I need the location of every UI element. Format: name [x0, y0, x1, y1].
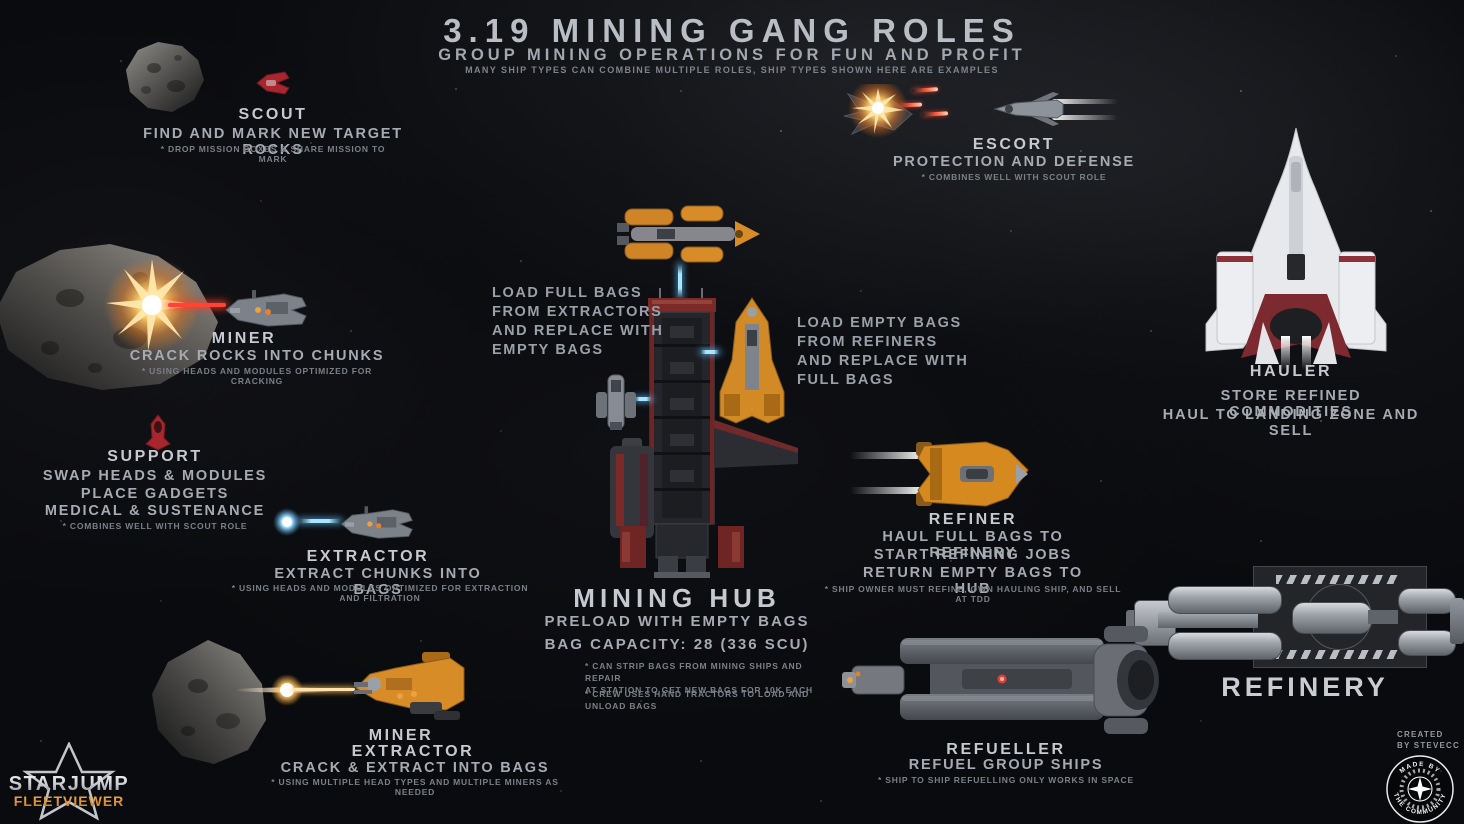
scout-ship-image [256, 71, 290, 95]
refiner-desc2-label: START REFINING JOBS [873, 547, 1073, 563]
credit-line1: CREATED [1397, 730, 1444, 739]
refiner-ship-image [916, 441, 1029, 507]
hub-right-flow-label: LOAD EMPTY BAGS FROM REFINERS AND REPLAC… [797, 315, 969, 388]
logo-fleetviewer-text: FLEETVIEWER [14, 793, 125, 809]
logo-starjump-text: STARJUMP [9, 773, 130, 795]
scout-note-label: * DROP MISSION BOXES & SHARE MISSION TO … [160, 144, 386, 164]
miner-extractor-asteroid-image [152, 640, 266, 764]
refiner-desc3-label: RETURN EMPTY BAGS TO HUB [863, 565, 1083, 597]
escort-name-label: ESCORT [972, 136, 1056, 153]
refinery-name-label: REFINERY [1221, 672, 1389, 702]
hauler-desc1-label: STORE REFINED COMMODITIES [1220, 388, 1362, 420]
support-desc3-label: MEDICAL & SUSTENANCE [44, 503, 266, 519]
refinery-connector [1368, 610, 1398, 624]
mining-laser-beam [293, 688, 355, 691]
extracted-chunk-image [273, 508, 301, 536]
credit-line2: BY STEVECC [1397, 741, 1460, 750]
miner-desc-label: CRACK ROCKS INTO CHUNKS [129, 348, 385, 364]
escort-explosion-image [848, 84, 908, 138]
page-title: 3.19 MINING GANG ROLES [443, 12, 1021, 49]
laser-bolt [911, 87, 939, 93]
refueller-ship-image [842, 626, 1159, 734]
hub-desc1-label: PRELOAD WITH EMPTY BAGS [544, 613, 810, 630]
hub-desc2-label: BAG CAPACITY: 28 (336 SCU) [544, 636, 810, 653]
laser-bolt [895, 102, 923, 108]
miner-extractor-ship-image [354, 652, 465, 720]
support-ship-image [145, 414, 171, 451]
refueller-name-label: REFUELLER [946, 741, 1066, 758]
hazard-stripes [1276, 575, 1398, 584]
tractor-beam [298, 519, 342, 523]
support-name-label: SUPPORT [107, 448, 203, 465]
laser-bolt [921, 111, 949, 117]
extractor-desc-label: EXTRACT CHUNKS INTO BAGS [274, 566, 482, 598]
refinery-pad-module [1292, 602, 1372, 634]
refinery-spine [1158, 612, 1258, 628]
crosshair-star-icon [1408, 777, 1432, 801]
miner-extractor-name2-label: EXTRACTOR [351, 743, 475, 760]
made-by-community-badge: MADE BY THE COMMUNITY [1386, 755, 1454, 823]
engine-trail [850, 452, 922, 459]
miner-extractor-name1-label: MINER [368, 727, 434, 744]
hauler-ship-image [1205, 127, 1387, 370]
scout-name-label: SCOUT [238, 106, 308, 123]
tractor-beam [634, 397, 652, 401]
extractor-note-label: * USING HEADS AND MODULES OPTIMIZED FOR … [231, 583, 529, 603]
scout-asteroid-image [126, 42, 204, 112]
miner-extractor-note-label: * USING MULTIPLE HEAD TYPES AND MULTIPLE… [271, 777, 559, 797]
hub-docked-scout-image [596, 374, 636, 430]
mining-laser-beam [168, 303, 226, 307]
extractor-ship-image [340, 506, 413, 539]
engine-trail [1052, 115, 1118, 120]
miner-note-label: * USING HEADS AND MODULES OPTIMIZED FOR … [141, 366, 373, 386]
miner-ship-image [225, 290, 307, 327]
starjump-fleetviewer-logo: STARJUMP FLEETVIEWER [9, 742, 130, 821]
scout-desc-label: FIND AND MARK NEW TARGET ROCKS [143, 126, 403, 158]
engine-trail [1052, 99, 1118, 104]
hazard-stripes [1276, 650, 1398, 659]
refinery-tank [1398, 630, 1456, 656]
refinery-tank [1168, 586, 1282, 614]
miner-extractor-desc-label: CRACK & EXTRACT INTO BAGS [280, 760, 550, 776]
refueller-note-label: * SHIP TO SHIP REFUELLING ONLY WORKS IN … [878, 775, 1134, 785]
refinery-tank [1168, 632, 1282, 660]
refueller-desc-label: REFUEL GROUP SHIPS [908, 757, 1104, 773]
page-subtitle: GROUP MINING OPERATIONS FOR FUN AND PROF… [438, 46, 1026, 64]
support-desc1-label: SWAP HEADS & MODULES [42, 468, 268, 484]
support-desc2-label: PLACE GADGETS [80, 486, 230, 502]
star-field [0, 0, 2, 2]
mining-hub-station-image [610, 288, 798, 578]
miner-name-label: MINER [211, 330, 277, 347]
hauler-name-label: HAULER [1249, 363, 1333, 380]
tractor-beam-vertical [678, 263, 682, 299]
refiner-note-label: * SHIP OWNER MUST REFINE, OWN HAULING SH… [824, 584, 1122, 604]
hub-name-label: MINING HUB [573, 583, 781, 613]
hub-left-flow-label: LOAD FULL BAGS FROM EXTRACTORS AND REPLA… [492, 285, 664, 358]
refinery-end-cap [1450, 598, 1464, 644]
refinery-tank [1398, 588, 1456, 614]
support-note-label: * COMBINES WELL WITH SCOUT ROLE [62, 521, 248, 531]
escort-fighter-image [993, 92, 1064, 126]
escort-desc-label: PROTECTION AND DEFENSE [892, 154, 1136, 170]
escort-note-label: * COMBINES WELL WITH SCOUT ROLE [921, 172, 1107, 182]
hauler-desc2-label: HAUL TO LANDING ZONE AND SELL [1162, 407, 1420, 439]
hub-docked-mole-image [617, 205, 760, 263]
hub-note2-label: * CREW USES HAND TRACTORS TO LOAD AND UN… [585, 689, 810, 711]
miner-explosion-image [104, 257, 200, 353]
star-outline-icon [22, 742, 116, 821]
refiner-desc1-label: HAUL FULL BAGS TO REFINERY [882, 529, 1064, 561]
engine-trail [850, 487, 922, 494]
page-subnote: MANY SHIP TYPES CAN COMBINE MULTIPLE ROL… [465, 65, 999, 75]
tractor-beam [700, 350, 720, 354]
hub-note1-label: * CAN STRIP BAGS FROM MINING SHIPS AND R… [585, 661, 813, 695]
refiner-name-label: REFINER [928, 511, 1018, 528]
hub-docked-refiner-image [719, 297, 785, 424]
extractor-name-label: EXTRACTOR [306, 548, 430, 565]
